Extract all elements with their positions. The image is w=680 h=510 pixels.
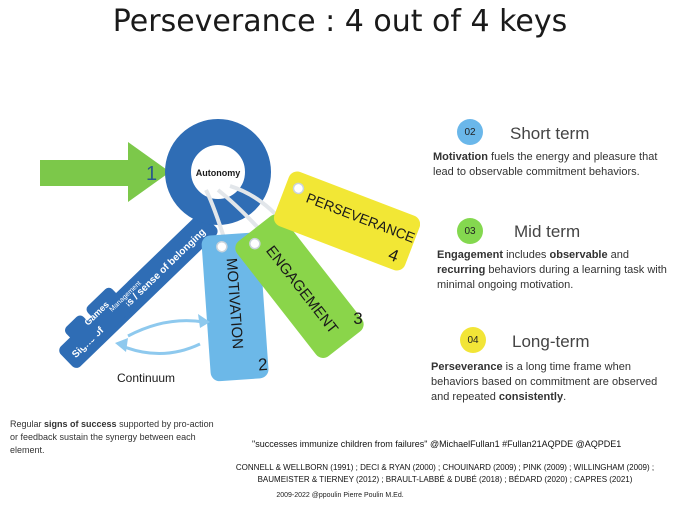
key-bits <box>64 287 131 349</box>
quote: "successes immunize children from failur… <box>252 439 622 449</box>
credit: 2009-2022 @ppoulin Pierre Poulin M.Ed. <box>276 492 404 499</box>
references-line-1: CONNELL & WELLBORN (1991) ; DECI & RYAN … <box>235 463 655 472</box>
continuum-label: Continuum <box>117 371 175 385</box>
arrow-number: 1 <box>146 163 157 185</box>
green-arrow <box>40 142 170 202</box>
key-bit-1 <box>86 287 131 332</box>
step-desc-mid-term: Engagement includes observable and recur… <box>437 249 667 291</box>
key-diagram: 1 Signs of success / sense of belonging … <box>40 119 420 385</box>
tag-motivation-label: MOTIVATION <box>223 257 246 349</box>
references: CONNELL & WELLBORN (1991) ; DECI & RYAN … <box>210 462 680 486</box>
key-shaft <box>59 213 218 368</box>
tag-engagement-number: 3 <box>353 309 362 328</box>
references-line-2: BAUMEISTER & TIERNEY (2012) ; BRAULT-LAB… <box>257 475 633 484</box>
step-desc-long-term: Perseverance is a long time frame when b… <box>431 361 658 403</box>
step-title-short-term: Short term <box>510 124 590 143</box>
continuum-arrow-top-head <box>198 314 210 328</box>
step-title-mid-term: Mid term <box>514 222 581 241</box>
tag-motivation-number: 2 <box>258 355 269 375</box>
step-badge-mid-term: 03 <box>457 218 483 244</box>
key-bit-2 <box>64 315 98 349</box>
step-badge-short-term: 02 <box>457 119 483 145</box>
step-title-long-term: Long-term <box>512 332 590 351</box>
step-badge-long-term: 04 <box>460 327 486 353</box>
autonomy-label: Autonomy <box>196 168 241 178</box>
step-desc-short-term: Motivation fuels the energy and pleasure… <box>433 151 658 178</box>
footnote-signs-of-success: Regular signs of success supported by pr… <box>10 419 214 455</box>
continuum-arrow-bottom <box>121 342 201 355</box>
autonomy-ring <box>165 119 271 225</box>
page-title: Perseverance : 4 out of 4 keys <box>112 4 568 39</box>
continuum-arrow-top <box>127 319 205 338</box>
continuum-arrow-bottom-head <box>115 338 128 352</box>
